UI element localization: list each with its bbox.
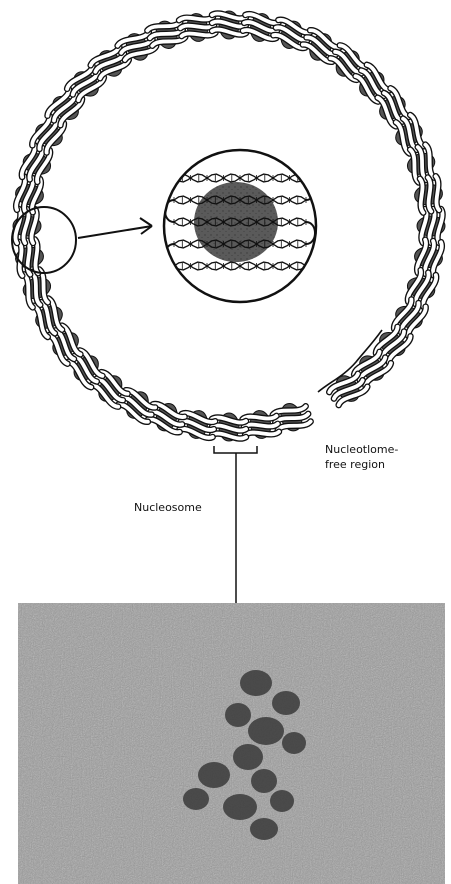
nucleosome-label: Nucleosome bbox=[134, 500, 234, 515]
nucleosome-bracket bbox=[214, 446, 257, 604]
electron-micrograph bbox=[18, 603, 445, 884]
zoom-arrow bbox=[78, 218, 152, 238]
magnified-nucleosome bbox=[164, 150, 316, 302]
nucleosome-free-region-label: Nucleotlome- free region bbox=[325, 442, 435, 472]
